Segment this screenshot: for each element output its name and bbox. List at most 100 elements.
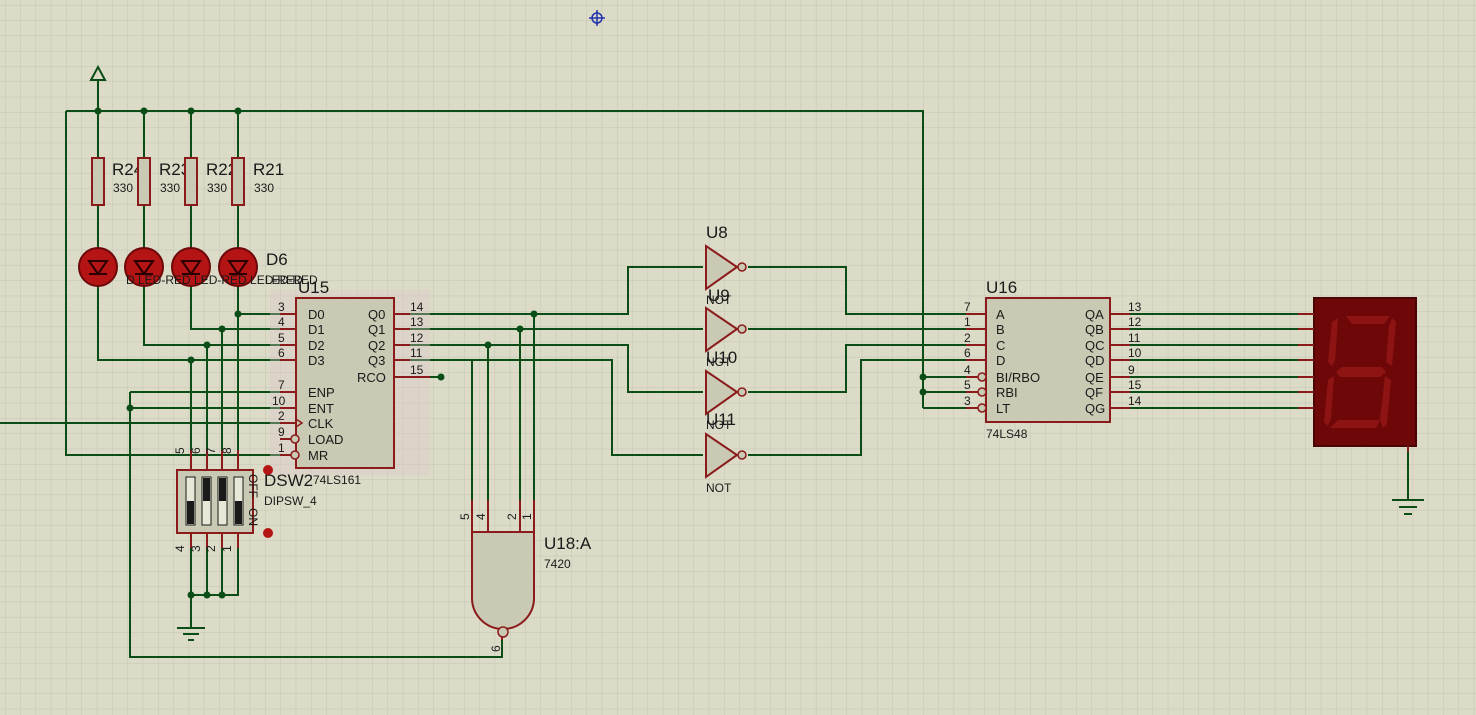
chip-ref: U16 — [986, 278, 1017, 297]
segment-digit-icon — [1324, 316, 1396, 428]
pin-name: D2 — [308, 338, 325, 353]
inverter-u11[interactable]: U11 NOT — [705, 410, 747, 495]
resistor-ref: R24 — [112, 160, 143, 179]
dip-on-label: ON — [246, 508, 260, 526]
inverter-type: NOT — [706, 418, 732, 432]
pin-name: QC — [1085, 338, 1105, 353]
dip-switch-levers[interactable] — [185, 476, 244, 526]
pin-number: 13 — [1128, 300, 1142, 314]
dip-handle-icon[interactable] — [263, 528, 273, 538]
pin-name: QE — [1085, 370, 1104, 385]
chip-u15[interactable]: U15 74LS161 3 D0 4 D1 5 D2 6 D3 7 ENP 10… — [270, 278, 430, 487]
resistor-ref: R23 — [159, 160, 190, 179]
pin-number: 4 — [964, 363, 971, 377]
pin-number: 7 — [964, 300, 971, 314]
pin-number: 10 — [272, 394, 286, 408]
pin-number: 14 — [410, 300, 424, 314]
inverter-u10[interactable]: U10 NOT — [705, 348, 747, 432]
pin-name: Q3 — [368, 353, 385, 368]
inverter-ref: U8 — [706, 223, 728, 242]
pin-number: 5 — [278, 331, 285, 345]
pin-number: 1 — [964, 315, 971, 329]
pin-name: D — [996, 353, 1005, 368]
pin-name: D0 — [308, 307, 325, 322]
dip-off-label: OFF — [246, 474, 260, 498]
pin-name: C — [996, 338, 1005, 353]
pin-number: 9 — [278, 425, 285, 439]
nand-type: 7420 — [544, 557, 571, 571]
pin-name: Q2 — [368, 338, 385, 353]
pin-name: QF — [1085, 385, 1103, 400]
power-terminal-icon[interactable] — [89, 64, 107, 81]
junctions — [94, 107, 927, 599]
resistor-r24[interactable]: R24 330 — [91, 157, 143, 206]
pin-number: 3 — [278, 300, 285, 314]
pin-name: ENP — [308, 385, 335, 400]
pin-number: 15 — [410, 363, 424, 377]
pin-name: B — [996, 322, 1005, 337]
wires — [0, 80, 1409, 658]
pin-name: QG — [1085, 401, 1105, 416]
pin-name: MR — [308, 448, 328, 463]
pin-number: 6 — [189, 447, 203, 454]
resistor-value: 330 — [207, 181, 227, 195]
pin-number: 13 — [410, 315, 424, 329]
inverter-ref: U10 — [706, 348, 737, 367]
resistor-value: 330 — [160, 181, 180, 195]
led-icon[interactable] — [124, 247, 164, 287]
led-icon[interactable] — [218, 247, 258, 287]
pin-number: 6 — [964, 346, 971, 360]
u15-left-pins — [280, 313, 304, 460]
pin-number: 10 — [1128, 346, 1142, 360]
pin-name: D1 — [308, 322, 325, 337]
led-overlap-labels: D LED-RED LED-RED LED-RED — [126, 273, 303, 287]
pin-number: 11 — [410, 346, 423, 360]
resistor-r23[interactable]: R23 330 — [137, 157, 190, 206]
led-array: D LED-RED LED-RED LED-RED D6 LED-RED — [78, 247, 318, 287]
pin-number: 2 — [278, 409, 285, 423]
led-icon[interactable] — [78, 247, 118, 287]
pin-number: 14 — [1128, 394, 1142, 408]
resistor-r21[interactable]: R21 330 — [231, 157, 284, 206]
chip-type: 74LS48 — [986, 427, 1028, 441]
seven-segment-display[interactable]: 8 — [1298, 297, 1417, 452]
resistor-value: 330 — [113, 181, 133, 195]
inverter-type: NOT — [706, 481, 732, 495]
chip-u16[interactable]: U16 74LS48 7 A 1 B 2 C 6 D 4 BI/RBO 5 RB… — [964, 278, 1142, 441]
pin-number: 1 — [278, 441, 285, 455]
pin-number: 7 — [278, 378, 285, 392]
pin-number: 3 — [964, 394, 971, 408]
pin-number: 15 — [1128, 378, 1142, 392]
led-ref-d6: D6 — [266, 250, 288, 269]
pin-name: CLK — [308, 416, 334, 431]
inverter-u9[interactable]: U9 NOT — [705, 286, 747, 369]
pin-number: 12 — [410, 331, 424, 345]
dip-handle-icon[interactable] — [263, 465, 273, 475]
resistor-r22[interactable]: R22 330 — [184, 157, 237, 206]
inverter-type: NOT — [706, 355, 732, 369]
inverter-u8[interactable]: U8 NOT — [705, 223, 747, 307]
resistor-ref: R21 — [253, 160, 284, 179]
pin-name: Q0 — [368, 307, 385, 322]
resistor-value: 330 — [254, 181, 274, 195]
pin-number: 5 — [458, 513, 472, 520]
inverter-ref: U9 — [708, 286, 730, 305]
nand-gate-u18a[interactable]: 5 4 2 1 6 U18:A 7420 — [458, 500, 592, 652]
pin-number: 11 — [1128, 331, 1141, 345]
ground-icon — [177, 627, 205, 641]
pin-number: 1 — [220, 545, 234, 552]
pin-number: 5 — [173, 447, 187, 454]
ground-icon — [1392, 499, 1424, 515]
pin-number: 4 — [173, 545, 187, 552]
pin-name: QA — [1085, 307, 1104, 322]
dip-ref: DSW2 — [264, 471, 313, 490]
pin-number: 2 — [204, 545, 218, 552]
pin-name: LOAD — [308, 432, 343, 447]
dip-type: DIPSW_4 — [264, 494, 317, 508]
inverter-ref: U11 — [706, 410, 736, 429]
dip-switch-dsw2[interactable]: OFF ON 5 6 7 8 4 3 2 1 DSW2 DIPSW_4 — [173, 447, 317, 552]
led-icon[interactable] — [171, 247, 211, 287]
pin-number: 12 — [1128, 315, 1142, 329]
